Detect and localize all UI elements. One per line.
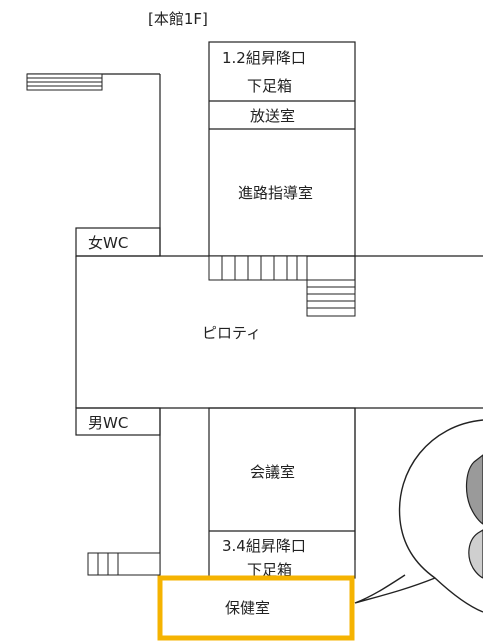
- staircase-icon: [306, 279, 356, 317]
- entrance-34-line1: 3.4組昇降口: [222, 537, 306, 555]
- staircase-icon: [87, 552, 161, 576]
- room-career: 進路指導室: [238, 184, 313, 202]
- label-men-wc: 男WC: [88, 414, 128, 432]
- mascot-character: [465, 454, 483, 579]
- speech-bubble: [354, 419, 483, 613]
- room-broadcast: 放送室: [250, 107, 295, 125]
- floor-title: [本館1F]: [148, 10, 208, 28]
- entrance-34-line2: 下足箱: [247, 561, 292, 579]
- label-health: 保健室: [225, 599, 270, 617]
- staircase-icon: [26, 73, 103, 91]
- label-women-wc: 女WC: [88, 234, 128, 252]
- staircase-icon: [208, 255, 308, 281]
- room-meeting: 会議室: [250, 463, 295, 481]
- entrance-12-line1: 1.2組昇降口: [222, 49, 306, 67]
- label-piloti: ピロティ: [202, 324, 261, 342]
- room-men-wc: [75, 407, 161, 436]
- room-women-wc: [75, 227, 161, 257]
- entrance-12-line2: 下足箱: [247, 77, 292, 95]
- room-health-highlight[interactable]: [157, 575, 355, 641]
- north-block: [208, 41, 356, 257]
